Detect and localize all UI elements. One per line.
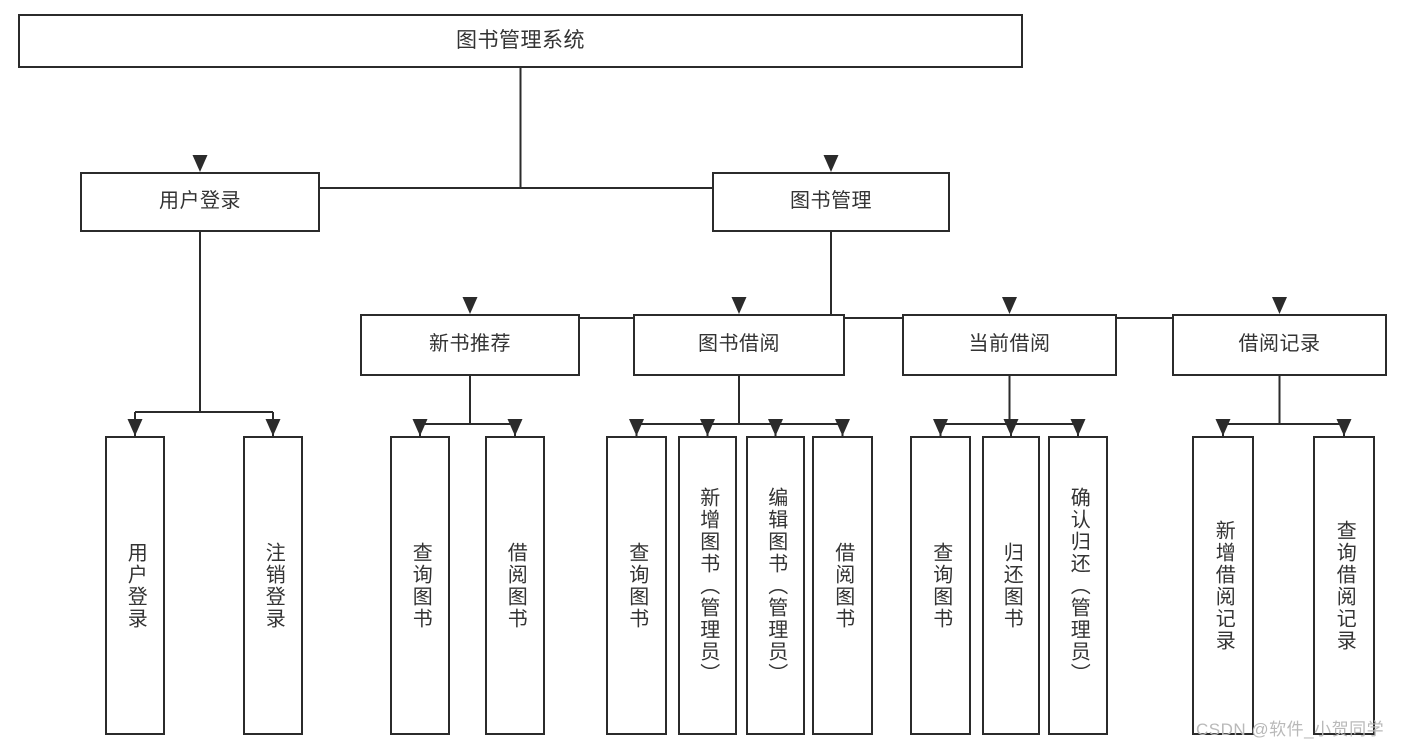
- node-leaf-new-1: 查询图书: [390, 436, 450, 735]
- arrow-head-records-1: [1336, 419, 1352, 436]
- node-leaf-login-2: 注销登录: [243, 436, 303, 735]
- node-leaf-bor-1: 查询图书: [606, 436, 667, 735]
- node-leaf-rec-1: 新增借阅记录: [1192, 436, 1254, 735]
- node-label: 查询图书: [929, 541, 952, 630]
- node-leaf-new-2: 借阅图书: [485, 436, 545, 735]
- node-label: 查询借阅记录: [1333, 519, 1356, 652]
- node-label: 借阅记录: [1238, 333, 1321, 356]
- node-label: 注销登录: [262, 541, 285, 630]
- node-leaf-cur-1: 查询图书: [910, 436, 971, 735]
- node-login: 用户登录: [80, 172, 320, 232]
- arrow-head-borrow-3: [835, 419, 850, 436]
- node-label: 借阅图书: [504, 541, 527, 630]
- node-leaf-bor-3: 编辑图书（管理员）: [746, 436, 805, 735]
- arrow-head-root-0: [192, 155, 208, 172]
- arrow-head-borrow-0: [629, 419, 644, 436]
- arrow-head-bookmgmt-3: [1272, 297, 1287, 314]
- node-label: 用户登录: [159, 190, 241, 213]
- node-newbook: 新书推荐: [360, 314, 580, 376]
- node-label: 新增图书（管理员）: [696, 486, 719, 685]
- arrow-head-current-0: [933, 419, 948, 436]
- node-label: 图书管理系统: [456, 28, 585, 52]
- arrow-head-current-2: [1070, 419, 1086, 436]
- arrow-head-newbook-0: [412, 419, 428, 436]
- node-label: 当前借阅: [968, 333, 1051, 356]
- node-label: 归还图书: [1000, 541, 1023, 630]
- arrow-head-root-1: [823, 155, 839, 172]
- node-label: 新书推荐: [429, 333, 511, 356]
- node-root: 图书管理系统: [18, 14, 1023, 68]
- node-bookmgmt: 图书管理: [712, 172, 950, 232]
- node-current: 当前借阅: [902, 314, 1117, 376]
- node-label: 图书借阅: [698, 333, 780, 356]
- arrow-head-bookmgmt-2: [1002, 297, 1017, 314]
- node-label: 用户登录: [124, 541, 147, 630]
- arrow-head-bookmgmt-0: [462, 297, 478, 314]
- arrow-head-borrow-1: [700, 419, 715, 436]
- node-records: 借阅记录: [1172, 314, 1387, 376]
- arrow-head-login-0: [127, 419, 143, 436]
- node-leaf-rec-2: 查询借阅记录: [1313, 436, 1375, 735]
- arrow-head-current-1: [1003, 419, 1019, 436]
- node-label: 查询图书: [409, 541, 432, 630]
- node-label: 图书管理: [790, 190, 872, 213]
- node-label: 借阅图书: [831, 541, 854, 630]
- arrow-head-records-0: [1215, 419, 1231, 436]
- node-label: 编辑图书（管理员）: [764, 486, 787, 685]
- node-label: 新增借阅记录: [1212, 519, 1235, 652]
- node-leaf-bor-2: 新增图书（管理员）: [678, 436, 737, 735]
- arrow-head-borrow-2: [768, 419, 783, 436]
- arrow-head-login-1: [265, 419, 281, 436]
- node-leaf-login-1: 用户登录: [105, 436, 165, 735]
- node-leaf-bor-4: 借阅图书: [812, 436, 873, 735]
- node-label: 确认归还（管理员）: [1067, 486, 1090, 685]
- arrow-head-newbook-1: [507, 419, 523, 436]
- arrow-head-bookmgmt-1: [731, 297, 747, 314]
- node-leaf-cur-2: 归还图书: [982, 436, 1040, 735]
- node-leaf-cur-3: 确认归还（管理员）: [1048, 436, 1108, 735]
- node-label: 查询图书: [625, 541, 648, 630]
- node-borrow: 图书借阅: [633, 314, 845, 376]
